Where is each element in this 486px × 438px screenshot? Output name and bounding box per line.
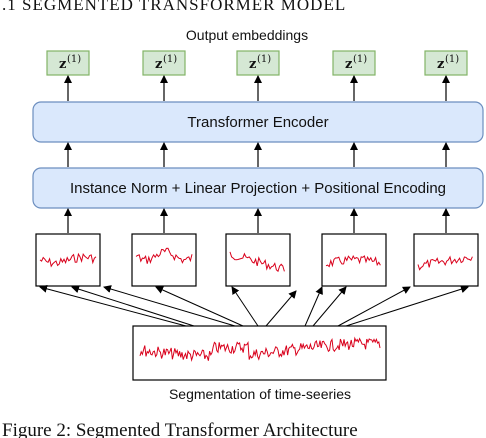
embedding-box: z(1): [424, 50, 468, 76]
segment-box: [131, 233, 197, 287]
segment-box: [225, 233, 291, 287]
segment-signal: [135, 247, 193, 264]
segment-signal: [325, 255, 381, 268]
output-embeddings-label: Output embeddings: [186, 27, 308, 43]
embedding-superscript: (1): [67, 54, 81, 65]
segment-arrow: [155, 286, 244, 327]
encoder-output-arrows: [64, 75, 450, 101]
section-heading: .1 SEGMENTED TRANSFORMER MODEL: [2, 0, 346, 14]
projection-block: Instance Norm + Linear Projection + Posi…: [32, 167, 484, 209]
segment-arrow: [265, 290, 297, 327]
segment-arrow: [312, 286, 347, 327]
transformer-encoder-label: Transformer Encoder: [187, 114, 328, 131]
embedding-box: z(1): [332, 50, 376, 76]
segment-signal: [417, 255, 473, 271]
transformer-encoder-block: Transformer Encoder: [32, 101, 484, 143]
segment-box: [35, 233, 101, 287]
embedding-box: z(1): [142, 50, 186, 76]
segmentation-arrows: [39, 284, 469, 327]
segments-row: [35, 233, 479, 287]
full-time-series-signal: [139, 336, 381, 362]
embedding-symbol: z: [155, 57, 162, 72]
embedding-symbol: z: [249, 57, 256, 72]
segmentation-label: Segmentation of time-seeries: [169, 386, 351, 402]
segment-box: [413, 233, 479, 287]
embedding-symbol: z: [345, 57, 352, 72]
embedding-box: z(1): [236, 50, 280, 76]
segment-arrow: [345, 285, 469, 327]
embedding-superscript: (1): [257, 54, 271, 65]
embedding-box: z(1): [46, 50, 90, 76]
embedding-symbol: z: [59, 57, 66, 72]
embedding-superscript: (1): [163, 54, 177, 65]
segment-arrow: [71, 285, 195, 327]
segment-arrow: [103, 285, 236, 327]
segment-arrow: [337, 286, 411, 327]
projection-output-arrows: [64, 142, 450, 167]
embedding-superscript: (1): [445, 54, 459, 65]
segment-signal: [229, 251, 285, 273]
segment-arrow: [304, 286, 323, 327]
segment-arrow: [231, 286, 259, 327]
segment-box: [321, 233, 387, 287]
output-embeddings-row: z(1)z(1)z(1)z(1)z(1): [46, 50, 468, 76]
segment-signal: [39, 252, 97, 268]
segment-arrow: [39, 284, 187, 327]
embedding-symbol: z: [437, 57, 444, 72]
figure-caption: Figure 2: Segmented Transformer Architec…: [2, 420, 358, 438]
full-time-series: [132, 325, 387, 381]
segment-output-arrows: [64, 208, 450, 233]
embedding-superscript: (1): [353, 54, 367, 65]
projection-label: Instance Norm + Linear Projection + Posi…: [70, 180, 446, 197]
